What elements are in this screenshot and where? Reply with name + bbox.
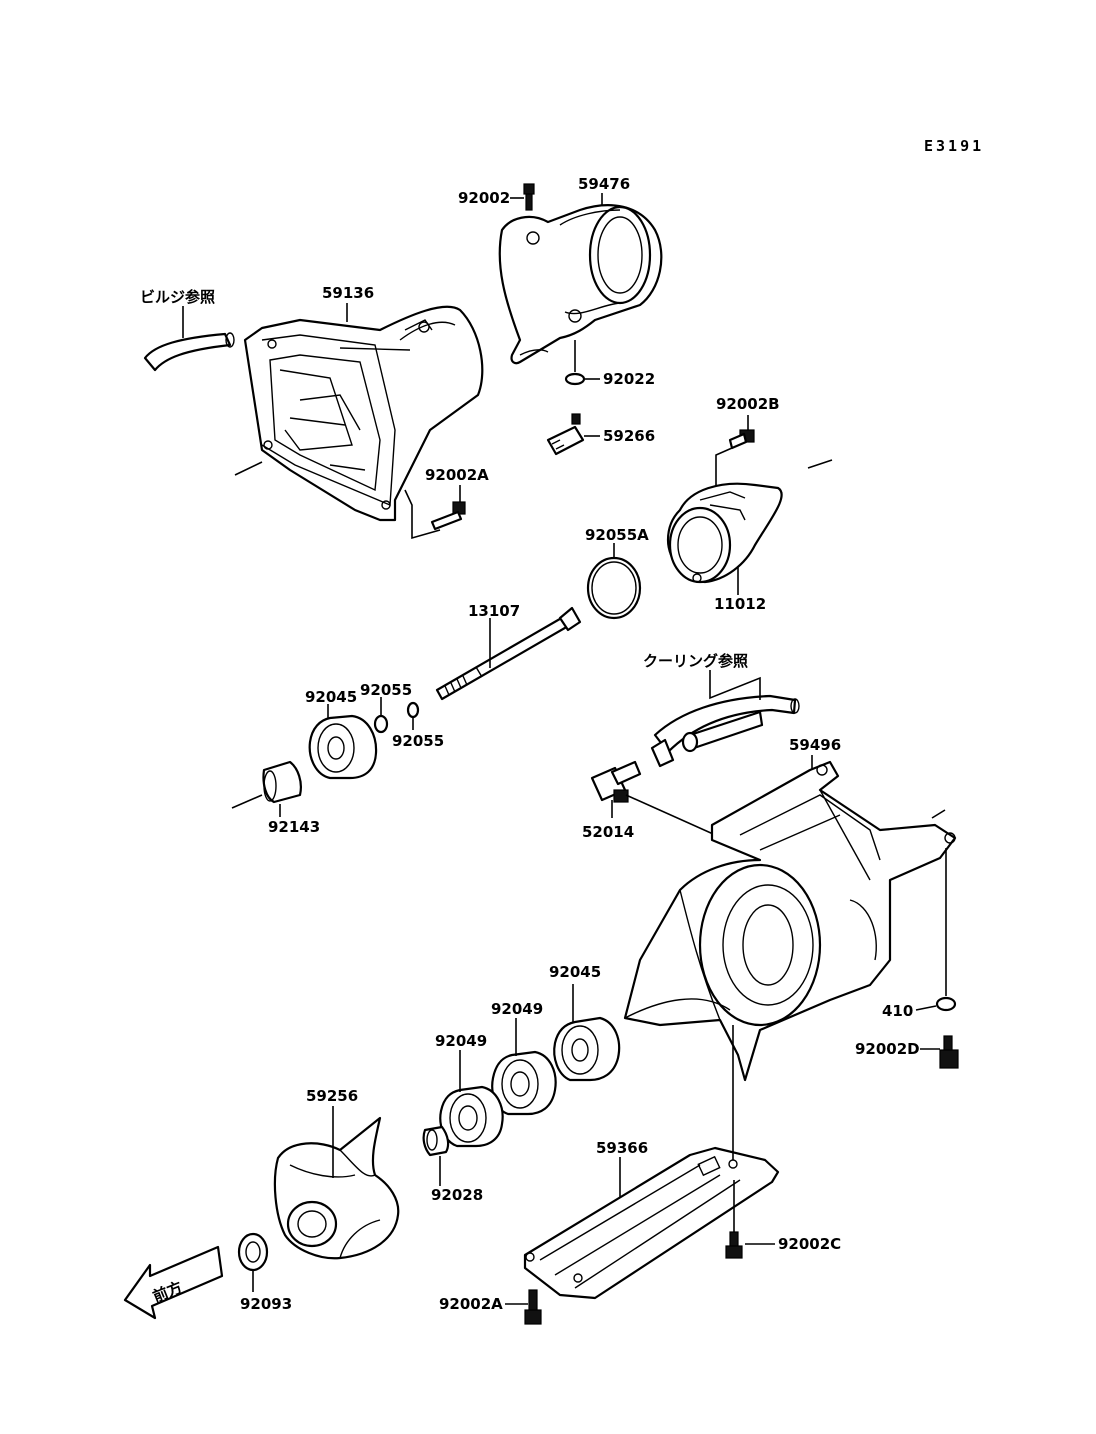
label-92045-left: 92045 bbox=[305, 688, 357, 706]
seal-92093 bbox=[237, 1232, 269, 1272]
bolt-92002C bbox=[725, 1231, 743, 1259]
drive-shaft-13107 bbox=[435, 606, 582, 701]
label-92002: 92002 bbox=[458, 189, 510, 207]
label-92022: 92022 bbox=[603, 370, 655, 388]
nozzle-59476 bbox=[498, 204, 663, 365]
front-direction-arrow: 前方 bbox=[123, 1245, 224, 1320]
bilge-hose bbox=[143, 332, 235, 372]
label-92055-b: 92055 bbox=[392, 732, 444, 750]
label-92028: 92028 bbox=[431, 1186, 483, 1204]
bolt-92002 bbox=[523, 183, 535, 211]
label-59476: 59476 bbox=[578, 175, 630, 193]
pump-case-59496 bbox=[623, 760, 957, 1082]
bolt-92002A-top bbox=[430, 501, 466, 531]
label-92055-a: 92055 bbox=[360, 681, 412, 699]
o-ring-92055A bbox=[586, 556, 642, 620]
label-92002A-bottom: 92002A bbox=[439, 1295, 503, 1313]
label-92093: 92093 bbox=[240, 1295, 292, 1313]
label-410: 410 bbox=[882, 1002, 913, 1020]
bearing-92045-left bbox=[308, 714, 378, 780]
label-59256: 59256 bbox=[306, 1087, 358, 1105]
label-59266: 59266 bbox=[603, 427, 655, 445]
label-59496: 59496 bbox=[789, 736, 841, 754]
cooling-reference-label: クーリング参照 bbox=[643, 652, 748, 670]
label-92002B: 92002B bbox=[716, 395, 780, 413]
diagram-code: E3191 bbox=[924, 137, 984, 155]
label-92055A: 92055A bbox=[585, 526, 649, 544]
bolt-92002A-bottom bbox=[524, 1289, 542, 1325]
bracket-59366 bbox=[523, 1146, 780, 1300]
label-59136: 59136 bbox=[322, 284, 374, 302]
label-92049-upper: 92049 bbox=[491, 1000, 543, 1018]
label-92045-right: 92045 bbox=[549, 963, 601, 981]
label-92002D: 92002D bbox=[855, 1040, 920, 1058]
label-11012: 11012 bbox=[714, 595, 766, 613]
bearing-92045-right bbox=[553, 1016, 621, 1082]
bilge-reference-label: ビルジ参照 bbox=[140, 288, 215, 306]
bolt-92002D bbox=[939, 1035, 959, 1069]
washer-410 bbox=[935, 996, 957, 1012]
label-52014: 52014 bbox=[582, 823, 634, 841]
label-92143: 92143 bbox=[268, 818, 320, 836]
fitting-59266 bbox=[546, 413, 585, 456]
label-92049-lower: 92049 bbox=[435, 1032, 487, 1050]
label-92002A-top: 92002A bbox=[425, 466, 489, 484]
impeller-59256 bbox=[273, 1116, 400, 1260]
label-59366: 59366 bbox=[596, 1139, 648, 1157]
bolt-92002B bbox=[728, 429, 755, 450]
bearing-92049-lower bbox=[439, 1085, 504, 1148]
pump-housing-59136 bbox=[243, 305, 484, 522]
bearing-92049-upper bbox=[491, 1050, 557, 1116]
bushing-92143 bbox=[262, 760, 302, 804]
nozzle-11012 bbox=[666, 482, 783, 584]
washer-92022 bbox=[564, 340, 586, 386]
collar-92028 bbox=[422, 1125, 450, 1157]
fitting-52014 bbox=[590, 760, 642, 803]
label-13107: 13107 bbox=[468, 602, 520, 620]
cooling-hose bbox=[650, 694, 800, 768]
label-92002C: 92002C bbox=[778, 1235, 841, 1253]
washer-92055-b bbox=[406, 701, 420, 719]
washer-92055-a bbox=[373, 714, 389, 734]
